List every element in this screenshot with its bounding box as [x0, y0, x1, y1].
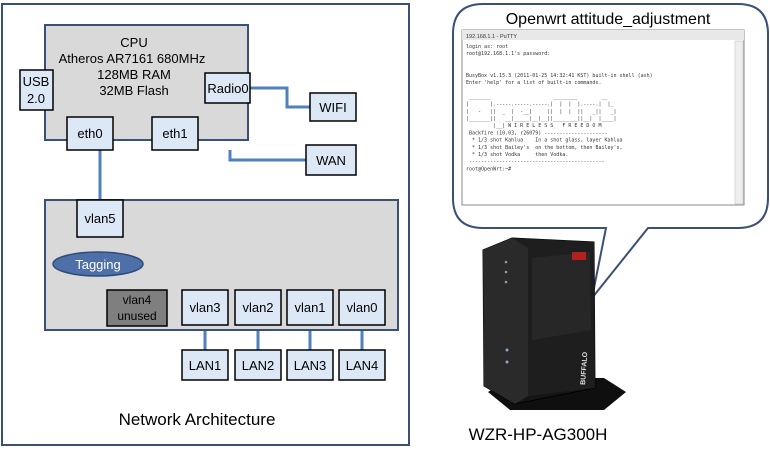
vlan5-box	[76, 199, 124, 238]
radio0-box	[204, 72, 251, 104]
architecture-caption: Network Architecture	[119, 410, 276, 429]
lan2-label: LAN2	[242, 358, 275, 373]
usb-label-1: USB	[23, 74, 50, 89]
led-icon	[505, 348, 509, 352]
vlan4-box	[106, 289, 168, 327]
link-radio-wifi	[240, 86, 310, 109]
terminal-line: root@OpenWrt:~#	[466, 166, 511, 172]
vlan0-box	[338, 289, 386, 326]
link-eth1-wan	[228, 150, 306, 162]
terminal-line: ----------------------------------------…	[466, 159, 604, 165]
eth0-label: eth0	[77, 126, 102, 141]
terminal-line: login as: root	[466, 44, 508, 50]
vlan2-label: vlan2	[242, 300, 273, 315]
radio0-label: Radio0	[207, 81, 248, 96]
cpu-line-4: 32MB Flash	[99, 83, 168, 98]
wifi-box	[309, 92, 357, 122]
lan4-label: LAN4	[346, 358, 379, 373]
terminal-line: | |.-----.-----.-----.| | | |.----.| |_	[466, 102, 614, 108]
router-gloss	[532, 252, 591, 340]
router-brand: BUFFALO	[580, 351, 589, 385]
wifi-label: WIFI	[319, 100, 346, 115]
terminal-line: * 1/3 shot Vodka then Vodka.	[466, 152, 568, 158]
device-model-label: WZR-HP-AG300H	[469, 425, 608, 444]
terminal-scrollbar[interactable]	[734, 40, 744, 205]
lan4-box	[338, 349, 386, 381]
vlan3-label: vlan3	[189, 300, 220, 315]
terminal-line: * 1/3 shot Kahlua In a shot glass, layer…	[466, 138, 623, 144]
vlan2-box	[234, 289, 282, 326]
lan1-box	[181, 349, 229, 381]
vlan4-label: vlan4	[123, 293, 152, 307]
terminal-line: root@192.168.1.1's password:	[466, 51, 550, 57]
router-device: BUFFALO	[482, 237, 626, 410]
terminal-line: |_______|| __|_____|__|__||________||__|…	[466, 116, 617, 122]
lan3-box	[286, 349, 334, 381]
router-badge	[572, 252, 586, 260]
vlan3-box	[181, 289, 229, 326]
lan3-label: LAN3	[294, 358, 327, 373]
vlan4-status: unused	[117, 309, 156, 323]
vlan1-box	[286, 289, 334, 326]
terminal-line: | - || _ | -__| || | | || _|| _|	[466, 109, 617, 115]
router-side	[483, 238, 528, 404]
led-icon	[504, 260, 508, 264]
vlan1-label: vlan1	[294, 300, 325, 315]
terminal-line: |__| W I R E L E S S F R E E D O M	[466, 123, 601, 129]
eth0-box	[66, 116, 114, 151]
vlan5-label: vlan5	[84, 211, 115, 226]
cpu-line-3: 128MB RAM	[97, 67, 171, 82]
lan1-label: LAN1	[189, 358, 222, 373]
eth1-box	[151, 116, 199, 151]
tagging-label: Tagging	[75, 257, 121, 272]
wan-label: WAN	[316, 153, 346, 168]
terminal-line: _______ ________ __	[466, 94, 608, 100]
wan-box	[305, 144, 357, 176]
usb-box	[19, 69, 54, 111]
cpu-line-2: Atheros AR7161 680MHz	[59, 51, 206, 66]
led-icon	[505, 360, 509, 364]
terminal-title: 192.168.1.1 - PuTTY	[466, 34, 517, 40]
led-icon	[504, 280, 508, 284]
led-icon	[504, 270, 508, 274]
callout-title: Openwrt attitude_adjustment	[506, 11, 711, 28]
terminal-line: BusyBox v1.15.3 (2011-01-25 14:32:41 KST…	[466, 73, 653, 79]
cpu-line-1: CPU	[120, 35, 147, 50]
usb-label-2: 2.0	[27, 91, 45, 106]
vlan0-label: vlan0	[346, 300, 377, 315]
tagging-node	[52, 251, 144, 277]
eth1-label: eth1	[162, 126, 187, 141]
terminal-window	[461, 29, 745, 206]
router-face	[512, 238, 595, 396]
lan2-box	[234, 349, 282, 381]
terminal-line: * 1/3 shot Bailey's on the bottom, then …	[466, 145, 623, 151]
terminal-line: Backfire (10.03, r26079) ---------------…	[466, 130, 607, 136]
terminal-line: Enter 'help' for a list of built-in comm…	[466, 80, 601, 86]
terminal-titlebar	[462, 30, 744, 40]
